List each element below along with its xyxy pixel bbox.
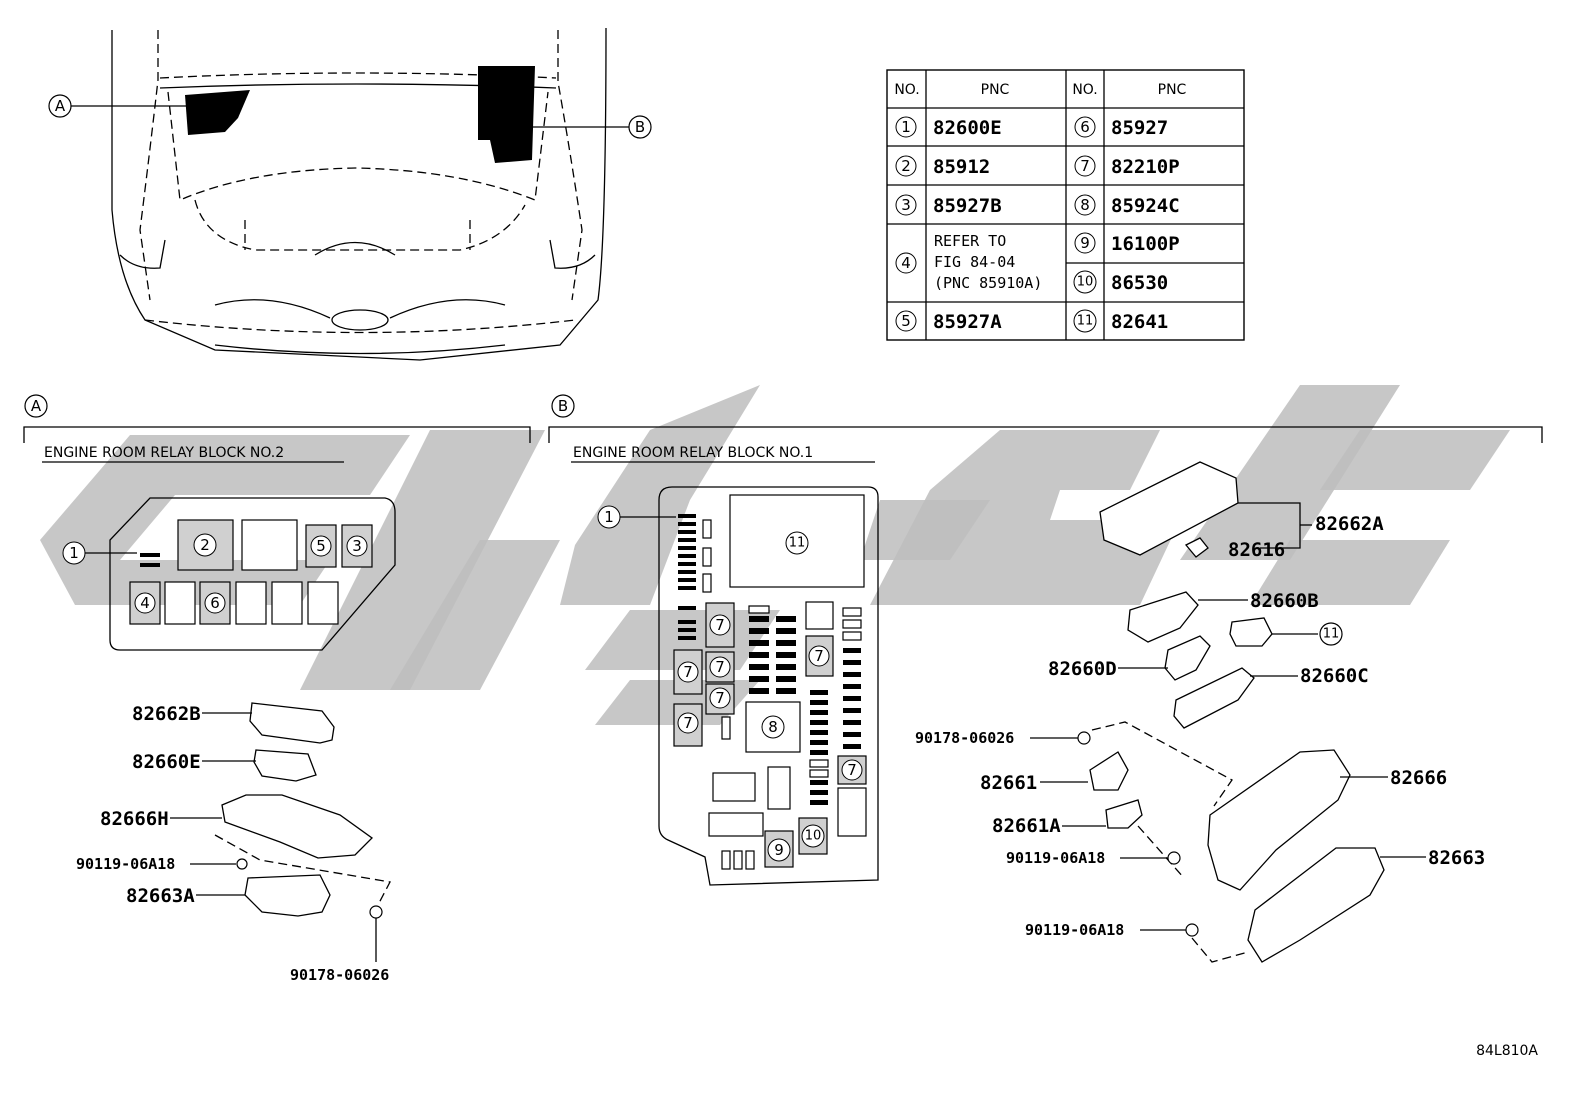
- part-label: 82662A: [1315, 513, 1384, 535]
- pnc-cell: 85927B: [933, 195, 1002, 217]
- svg-text:10: 10: [805, 829, 822, 844]
- svg-text:2: 2: [901, 157, 911, 175]
- part-label: 82661A: [992, 815, 1061, 837]
- fuse-rows-mid: [748, 605, 862, 805]
- pnc-cell: 82600E: [933, 117, 1002, 139]
- svg-text:A: A: [31, 397, 42, 415]
- table-header-pnc-2: PNC: [1158, 82, 1187, 98]
- part-label: 90119-06A18: [76, 855, 175, 873]
- part-label: 90119-06A18: [1006, 849, 1105, 867]
- pnc-cell: 86530: [1111, 272, 1168, 294]
- pnc-cell: REFER TO: [934, 232, 1006, 250]
- svg-text:4: 4: [140, 594, 150, 612]
- svg-text:7: 7: [814, 647, 824, 665]
- svg-text:11: 11: [1077, 314, 1094, 329]
- svg-text:1: 1: [69, 544, 79, 562]
- svg-text:10: 10: [1077, 275, 1094, 290]
- part-label: 82663: [1428, 847, 1485, 869]
- part-label: 82660C: [1300, 665, 1369, 687]
- svg-text:B: B: [558, 397, 568, 415]
- pnc-cell: 85927: [1111, 117, 1168, 139]
- svg-text:3: 3: [352, 537, 362, 555]
- svg-text:3: 3: [901, 196, 911, 214]
- part-label: 82616: [1228, 539, 1285, 561]
- svg-text:8: 8: [1080, 196, 1090, 214]
- pnc-cell: FIG 84-04: [934, 253, 1015, 271]
- svg-text:9: 9: [774, 841, 784, 859]
- svg-text:2: 2: [200, 536, 210, 554]
- svg-text:7: 7: [715, 689, 725, 707]
- svg-text:11: 11: [1323, 627, 1340, 642]
- pnc-cell: (PNC 85910A): [934, 274, 1042, 292]
- svg-text:6: 6: [210, 594, 220, 612]
- table-header-no-2: NO.: [1072, 82, 1097, 98]
- pnc-cell: 85912: [933, 156, 990, 178]
- figure-code: 84L810A: [1476, 1043, 1538, 1059]
- part-label: 82666H: [100, 808, 169, 830]
- svg-text:5: 5: [901, 312, 911, 330]
- svg-text:7: 7: [847, 761, 857, 779]
- svg-text:4: 4: [901, 254, 911, 272]
- svg-text:A: A: [55, 97, 66, 115]
- svg-text:1: 1: [604, 508, 614, 526]
- section-a-title: ENGINE ROOM RELAY BLOCK NO.2: [44, 445, 284, 461]
- part-label: 90178-06026: [915, 729, 1014, 747]
- svg-text:11: 11: [789, 536, 806, 551]
- part-label: 90178-06026: [290, 966, 389, 984]
- svg-text:9: 9: [1080, 234, 1090, 252]
- svg-text:7: 7: [1080, 157, 1090, 175]
- fuse-rows-left: [678, 514, 712, 640]
- pnc-cell: 82210P: [1111, 156, 1180, 178]
- svg-text:1: 1: [901, 118, 911, 136]
- pnc-cell: 85927A: [933, 311, 1002, 333]
- svg-text:7: 7: [715, 616, 725, 634]
- section-a: A ENGINE ROOM RELAY BLOCK NO.2 2 5 3 4 6…: [23, 394, 531, 984]
- part-label: 82662B: [132, 703, 201, 725]
- pnc-cell: 16100P: [1111, 233, 1180, 255]
- part-label: 82660E: [132, 751, 201, 773]
- car-front-view: [111, 27, 607, 361]
- callout-a-car: A: [48, 94, 188, 118]
- pnc-cell: 82641: [1111, 311, 1168, 333]
- svg-text:7: 7: [683, 714, 693, 732]
- part-label: 82660B: [1250, 590, 1319, 612]
- svg-text:B: B: [635, 118, 645, 136]
- part-label: 82661: [980, 772, 1037, 794]
- svg-text:6: 6: [1080, 118, 1090, 136]
- part-label: 82666: [1390, 767, 1447, 789]
- svg-text:7: 7: [715, 658, 725, 676]
- svg-text:7: 7: [683, 663, 693, 681]
- pnc-table: NO. PNC NO. PNC 1 82600E 2 85912 3 85927…: [886, 69, 1245, 341]
- table-header-pnc-1: PNC: [981, 82, 1010, 98]
- callout-b-car: B: [530, 115, 652, 139]
- part-label: 90119-06A18: [1025, 921, 1124, 939]
- pnc-cell: 85924C: [1111, 195, 1180, 217]
- section-b: B ENGINE ROOM RELAY BLOCK NO.1 11 1 7 7 …: [548, 394, 1543, 963]
- part-label: 82663A: [126, 885, 195, 907]
- svg-text:5: 5: [316, 537, 326, 555]
- section-b-title: ENGINE ROOM RELAY BLOCK NO.1: [573, 445, 813, 461]
- part-label: 82660D: [1048, 658, 1117, 680]
- svg-text:8: 8: [768, 718, 778, 736]
- table-header-no-1: NO.: [894, 82, 919, 98]
